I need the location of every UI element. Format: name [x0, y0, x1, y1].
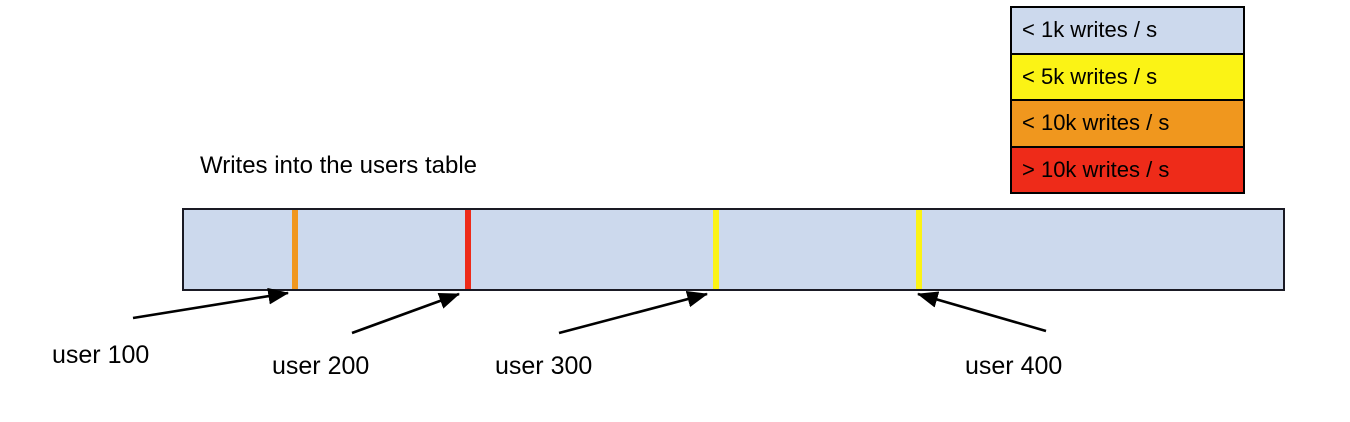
legend-row-under-10k: < 10k writes / s	[1012, 101, 1243, 148]
callout-label-user-200: user 200	[272, 352, 370, 380]
legend-row-under-1k: < 1k writes / s	[1012, 8, 1243, 55]
callout-label-user-100: user 100	[52, 341, 150, 369]
legend-row-under-5k: < 5k writes / s	[1012, 54, 1243, 101]
hotspot-marker-user-300	[713, 210, 719, 289]
callout-label-user-300: user 300	[495, 352, 593, 380]
users-table-keyspace-bar	[182, 208, 1285, 291]
arrow-user-200	[351, 292, 460, 335]
callout-label-user-400: user 400	[965, 352, 1063, 380]
legend-label-under-5k: < 5k writes / s	[1022, 63, 1158, 89]
arrow-user-100	[132, 287, 290, 320]
legend-label-over-10k: > 10k writes / s	[1022, 156, 1170, 182]
arrow-user-300	[558, 290, 709, 335]
legend-label-under-1k: < 1k writes / s	[1022, 17, 1158, 43]
chart-title: Writes into the users table	[200, 152, 478, 179]
legend-row-over-10k: > 10k writes / s	[1012, 147, 1243, 192]
legend-label-under-10k: < 10k writes / s	[1022, 110, 1170, 136]
writes-legend: < 1k writes / s < 5k writes / s < 10k wr…	[1010, 6, 1245, 194]
hotspot-marker-user-400	[916, 210, 922, 289]
arrow-user-400	[917, 291, 1047, 333]
hotspot-marker-user-100	[292, 210, 298, 289]
hotspot-marker-user-200	[465, 210, 471, 289]
